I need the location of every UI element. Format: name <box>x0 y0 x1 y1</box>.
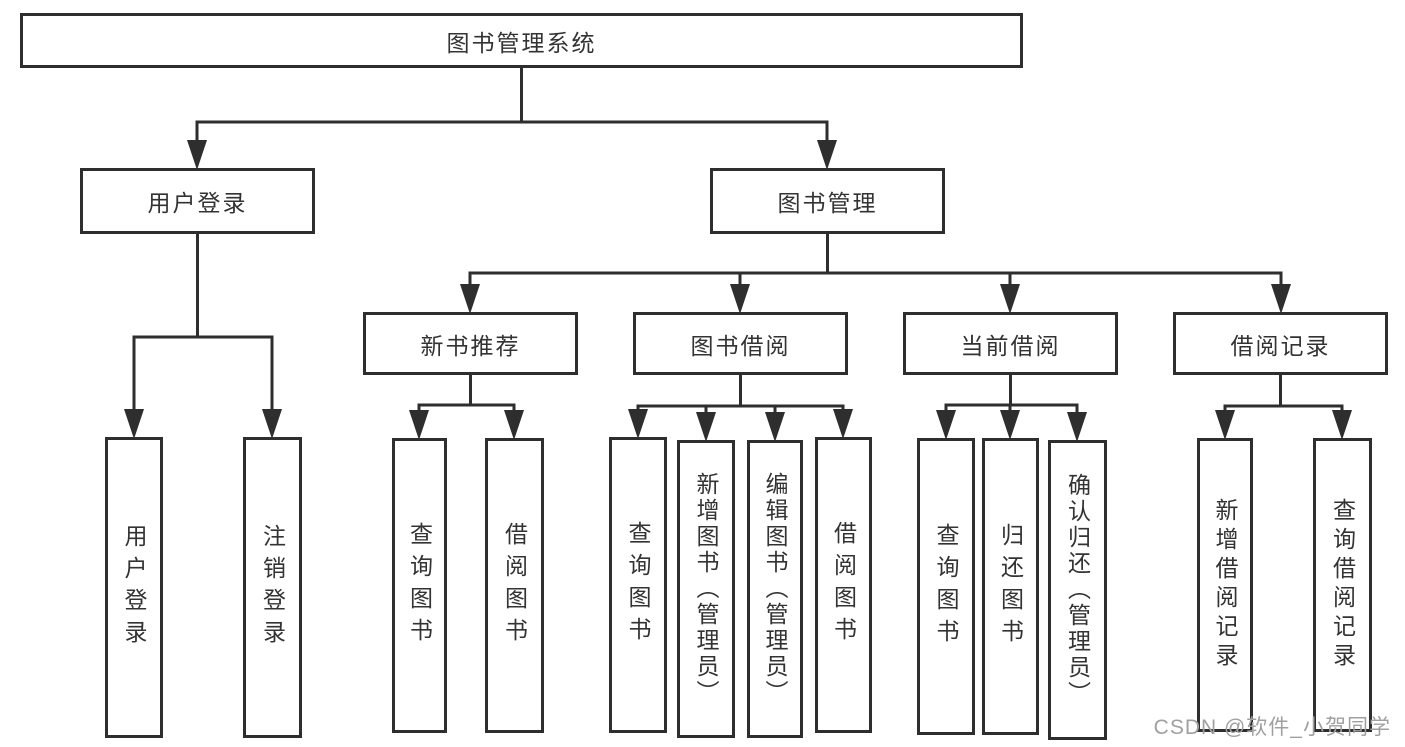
arrowhead-borrowing <box>730 284 750 314</box>
arrowhead-book-mgmt <box>817 140 837 170</box>
connector-bookmgmt-to-sections <box>460 234 1291 314</box>
leaf-current-query-label: 查询图书 <box>933 522 959 651</box>
node-user-login: 用户登录 <box>80 168 315 234</box>
leaf-records-query-label: 查询借阅记录 <box>1329 498 1356 672</box>
leaf-user-login: 用户登录 <box>105 437 163 738</box>
node-book-borrowing-label: 图书借阅 <box>690 332 791 359</box>
node-borrow-records-label: 借阅记录 <box>1230 332 1331 359</box>
leaf-borrowing-edit: 编辑图书（管理员） <box>747 440 803 738</box>
arrowhead-newbooks-borrow <box>504 410 524 440</box>
arrowhead-new-books <box>460 284 480 314</box>
connector-root-to-level2 <box>187 68 837 170</box>
watermark-text: CSDN @软件_小贺同学 <box>1153 716 1391 739</box>
arrowhead-current-query <box>936 410 956 440</box>
leaf-current-return-label: 归还图书 <box>997 522 1024 651</box>
leaf-logout: 注销登录 <box>243 437 302 738</box>
arrowhead-leaf-logout <box>262 409 282 439</box>
arrowhead-user-login <box>187 140 207 170</box>
connector-borrowing-to-leaves <box>628 375 853 442</box>
leaf-borrowing-add-label: 新增图书（管理员） <box>693 472 719 706</box>
connector-records-to-leaves <box>1215 375 1352 440</box>
arrowhead-records <box>1271 284 1291 314</box>
leaf-newbooks-borrow-label: 借阅图书 <box>501 521 528 650</box>
arrowhead-records-query <box>1332 410 1352 440</box>
leaf-newbooks-query-label: 查询图书 <box>406 521 433 650</box>
arrowhead-borrowing-query <box>628 409 648 439</box>
node-root-label: 图书管理系统 <box>446 29 597 56</box>
leaf-logout-label: 注销登录 <box>259 523 286 652</box>
leaf-borrowing-borrow-label: 借阅图书 <box>830 521 857 649</box>
leaf-newbooks-borrow: 借阅图书 <box>485 438 544 733</box>
leaf-current-query: 查询图书 <box>917 438 975 735</box>
node-book-borrowing: 图书借阅 <box>633 312 848 375</box>
leaf-current-confirm-return-label: 确认归还（管理员） <box>1064 473 1091 707</box>
leaf-borrowing-borrow: 借阅图书 <box>815 437 872 733</box>
arrowhead-current-return <box>1000 410 1020 440</box>
connector-current-to-leaves <box>936 375 1087 442</box>
node-book-management-label: 图书管理 <box>777 190 878 216</box>
connector-userlogin-to-leaves <box>124 234 282 439</box>
node-user-login-label: 用户登录 <box>147 190 248 216</box>
node-current-borrowing-label: 当前借阅 <box>960 332 1061 359</box>
arrowhead-current-confirm <box>1067 412 1087 442</box>
node-current-borrowing: 当前借阅 <box>903 312 1118 375</box>
leaf-newbooks-query: 查询图书 <box>392 438 447 733</box>
connector-newbooks-to-leaves <box>409 375 524 440</box>
arrowhead-borrowing-add <box>696 412 716 442</box>
leaf-records-add: 新增借阅记录 <box>1197 438 1253 732</box>
leaf-borrowing-edit-label: 编辑图书（管理员） <box>762 472 788 706</box>
leaf-borrowing-add: 新增图书（管理员） <box>677 440 735 738</box>
leaf-records-query: 查询借阅记录 <box>1313 438 1372 732</box>
leaf-records-add-label: 新增借阅记录 <box>1212 498 1238 672</box>
node-book-management: 图书管理 <box>710 168 945 234</box>
arrowhead-records-add <box>1215 410 1235 440</box>
node-borrow-records: 借阅记录 <box>1173 312 1388 375</box>
arrowhead-borrowing-borrow <box>833 409 853 439</box>
leaf-borrowing-query: 查询图书 <box>609 437 667 733</box>
arrowhead-newbooks-query <box>409 410 429 440</box>
node-root: 图书管理系统 <box>20 13 1023 68</box>
node-new-book-recommend: 新书推荐 <box>363 312 578 375</box>
arrowhead-leaf-login <box>124 409 144 439</box>
arrowhead-borrowing-edit <box>765 412 785 442</box>
node-new-book-recommend-label: 新书推荐 <box>420 332 521 359</box>
leaf-current-return: 归还图书 <box>982 438 1039 735</box>
leaf-current-confirm-return: 确认归还（管理员） <box>1048 440 1107 740</box>
arrowhead-current <box>1000 284 1020 314</box>
leaf-borrowing-query-label: 查询图书 <box>625 521 651 649</box>
leaf-user-login-label: 用户登录 <box>121 523 147 652</box>
